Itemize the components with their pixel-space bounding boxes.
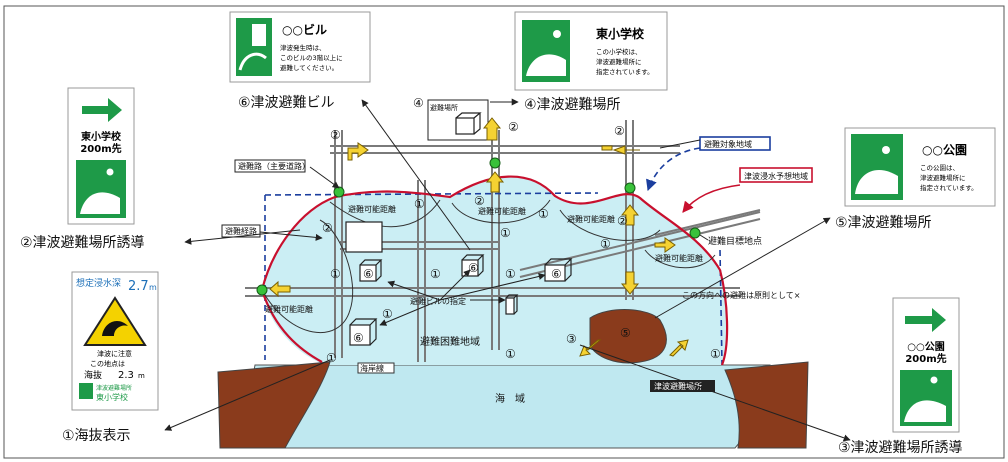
tsunami-sign-bar — [650, 380, 715, 392]
reachable-arcs — [261, 199, 716, 334]
svg-text:この地点は: この地点は — [90, 359, 125, 368]
frame — [3, 5, 1005, 459]
leader-lines — [164, 98, 851, 442]
callout-2: ②津波避難場所誘導 — [20, 235, 145, 251]
target-area-arrow — [646, 147, 701, 192]
svg-text:②: ② — [508, 120, 519, 134]
svg-text:m: m — [149, 283, 157, 292]
right-headland — [724, 361, 809, 449]
svg-text:東小学校: 東小学校 — [81, 130, 122, 143]
svg-text:①: ① — [430, 267, 441, 281]
shelter-place-label: 避難場所 — [430, 103, 458, 112]
svg-text:②: ② — [474, 194, 485, 208]
svg-text:⑤: ⑤ — [620, 326, 631, 340]
svg-text:①: ① — [500, 226, 511, 240]
sign-tsunami-school: 東小学校 この小学校は、 津波避難場所に 指定されています。 — [514, 11, 668, 91]
sign-tsunami-building: ○○ビル 津波発生時は、 このビルの3階以上に 避難してください。 — [229, 11, 371, 83]
svg-text:避難経路: 避難経路 — [225, 226, 257, 236]
school-shelter — [427, 99, 489, 141]
map-numbers: ② ② ② ② ② ② ④ ① ① ① ① ① ① ① ① ① ① ① ③ ⑤ … — [322, 96, 721, 365]
svg-text:避難可能距離: 避難可能距離 — [655, 253, 703, 263]
flood-boundary-left — [260, 289, 323, 363]
sign-building-title: ○○ビル — [282, 22, 327, 37]
svg-text:m: m — [138, 372, 145, 380]
hill-shelter — [589, 309, 667, 364]
svg-text:①: ① — [505, 347, 516, 361]
sign-tsunami-park: ○○公園 この公園は、 津波避難場所に 指定されています。 — [844, 127, 996, 207]
tsunami-sign-label: 津波避難場所 — [654, 381, 702, 391]
svg-text:避難目標地点: 避難目標地点 — [708, 235, 762, 247]
left-headland — [217, 361, 331, 449]
seawall-label: 海岸線 — [360, 363, 384, 373]
svg-text:①: ① — [414, 197, 425, 211]
svg-text:想定浸水深: 想定浸水深 — [76, 277, 121, 289]
flood-arrow — [682, 184, 741, 213]
svg-text:この小学校は、: この小学校は、 — [596, 47, 642, 56]
svg-text:③: ③ — [566, 332, 577, 346]
svg-text:津波浸水予想地域: 津波浸水予想地域 — [744, 171, 808, 181]
svg-text:避難可能距離: 避難可能距離 — [567, 214, 615, 224]
svg-text:指定されています。: 指定されています。 — [596, 67, 654, 76]
svg-text:避難困難地域: 避難困難地域 — [420, 335, 480, 348]
svg-text:⑥: ⑥ — [353, 331, 364, 345]
svg-text:○○公園: ○○公園 — [907, 341, 944, 353]
svg-text:①: ① — [600, 237, 611, 251]
callout-6: ⑥津波避難ビル — [238, 95, 335, 111]
sign-park-title: ○○公園 — [922, 143, 967, 157]
svg-text:東小学校: 東小学校 — [96, 392, 128, 402]
svg-text:①: ① — [505, 267, 516, 281]
svg-text:避難路（主要道路）: 避難路（主要道路） — [238, 161, 310, 171]
callout-5: ⑤津波避難場所 — [835, 215, 932, 231]
svg-text:2.3: 2.3 — [118, 370, 134, 381]
evacuation-arrows — [269, 117, 689, 357]
sign-school-title: 東小学校 — [596, 26, 645, 41]
callout-1: ①海抜表示 — [62, 428, 131, 444]
svg-text:④: ④ — [413, 96, 424, 110]
sign-guide-park: ○○公園 200m先 — [892, 297, 960, 433]
svg-text:①: ① — [330, 267, 341, 281]
svg-text:避難可能距離: 避難可能距離 — [265, 304, 313, 314]
svg-text:①: ① — [710, 347, 721, 361]
svg-text:海 域: 海 域 — [495, 392, 525, 405]
sign-elevation: 想定浸水深 2.7 m 津波に注意 この地点は 海抜 2.3 m 津波避難場所 … — [71, 271, 159, 411]
svg-text:津波避難場所に: 津波避難場所に — [596, 57, 642, 66]
svg-text:避難してください。: 避難してください。 — [280, 63, 338, 72]
svg-text:200m先: 200m先 — [905, 352, 946, 365]
svg-text:避難対象地域: 避難対象地域 — [704, 139, 752, 149]
svg-text:このビルの3階以上に: このビルの3階以上に — [280, 53, 343, 62]
callout-3: ③津波避難場所誘導 — [838, 440, 963, 456]
svg-text:海抜: 海抜 — [84, 369, 102, 381]
svg-text:津波避難場所: 津波避難場所 — [96, 384, 132, 392]
svg-text:⑥: ⑥ — [363, 267, 374, 281]
svg-text:②: ② — [617, 214, 628, 228]
svg-text:避難可能距離: 避難可能距離 — [478, 206, 526, 216]
svg-text:②: ② — [614, 124, 625, 138]
svg-text:①: ① — [538, 207, 549, 221]
svg-text:この方向への避難は原則として×: この方向への避難は原則として× — [682, 290, 800, 300]
svg-text:⑥: ⑥ — [551, 267, 562, 281]
svg-text:②: ② — [330, 128, 341, 142]
svg-text:避難可能距離: 避難可能距離 — [348, 204, 396, 214]
svg-text:⑥: ⑥ — [468, 261, 479, 275]
svg-text:津波避難場所に: 津波避難場所に — [920, 173, 966, 182]
flood-boundary — [260, 175, 729, 366]
callouts: ⑥津波避難ビル ④津波避難場所 ②津波避難場所誘導 ⑤津波避難場所 ①海抜表示 … — [20, 95, 963, 456]
svg-text:①: ① — [382, 307, 393, 321]
svg-text:津波発生時は、: 津波発生時は、 — [280, 43, 326, 52]
svg-text:津波に注意: 津波に注意 — [97, 349, 132, 358]
svg-text:②: ② — [322, 221, 333, 235]
svg-text:①: ① — [326, 351, 337, 365]
sign-guide-school: 東小学校 200m先 — [67, 87, 135, 225]
svg-text:この公園は、: この公園は、 — [920, 164, 959, 172]
seawall — [357, 362, 395, 374]
svg-text:指定されています。: 指定されています。 — [920, 183, 978, 192]
callout-4: ④津波避難場所 — [524, 97, 621, 113]
svg-text:2.7: 2.7 — [128, 279, 149, 294]
buildings — [345, 112, 573, 346]
svg-text:200m先: 200m先 — [80, 142, 121, 155]
